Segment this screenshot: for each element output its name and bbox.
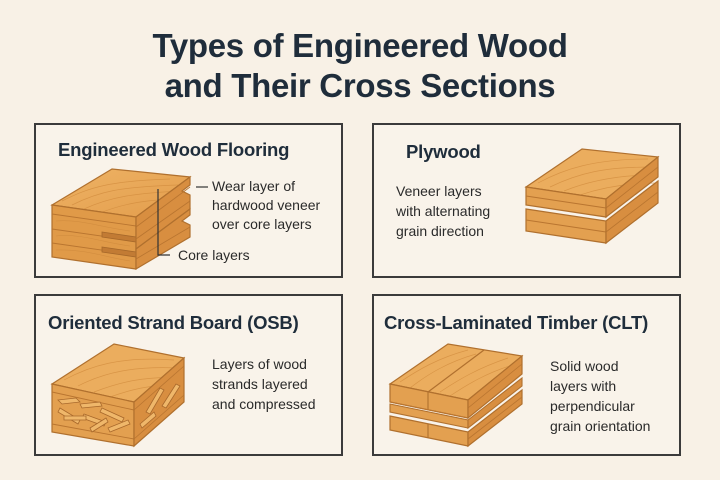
callout-wear-layer: Wear layer of hardwood veneer over core …	[212, 178, 321, 232]
panel-clt: Cross-Laminated Timber (CLT) Solid wood …	[372, 294, 681, 456]
engineered-flooring-cross-section-icon	[50, 168, 192, 271]
panel-title: Oriented Strand Board (OSB)	[48, 312, 299, 333]
panel-osb: Oriented Strand Board (OSB)	[34, 294, 343, 456]
panel-description: Layers of wood strands layered and compr…	[212, 356, 316, 412]
callout-lines	[157, 186, 208, 256]
callout-core-layers: Core layers	[178, 247, 250, 263]
plywood-cross-section-icon	[524, 148, 660, 245]
title-line-1: Types of Engineered Wood	[152, 27, 568, 64]
clt-cross-section-icon	[388, 343, 524, 448]
title-line-2: and Their Cross Sections	[164, 67, 556, 104]
panel-plywood: Plywood Veneer layers with alternating g…	[372, 123, 681, 278]
panel-title: Plywood	[406, 141, 481, 162]
panel-description: Veneer layers with alternating grain dir…	[396, 183, 491, 239]
osb-cross-section-icon	[50, 343, 186, 448]
panel-title: Cross-Laminated Timber (CLT)	[384, 312, 649, 333]
panel-title: Engineered Wood Flooring	[58, 139, 290, 160]
page-title: Types of Engineered Wood and Their Cross…	[0, 26, 720, 106]
panel-engineered-wood-flooring: Engineered Wood Flooring	[34, 123, 343, 278]
panel-description: Solid wood layers with perpendicular gra…	[550, 358, 651, 434]
